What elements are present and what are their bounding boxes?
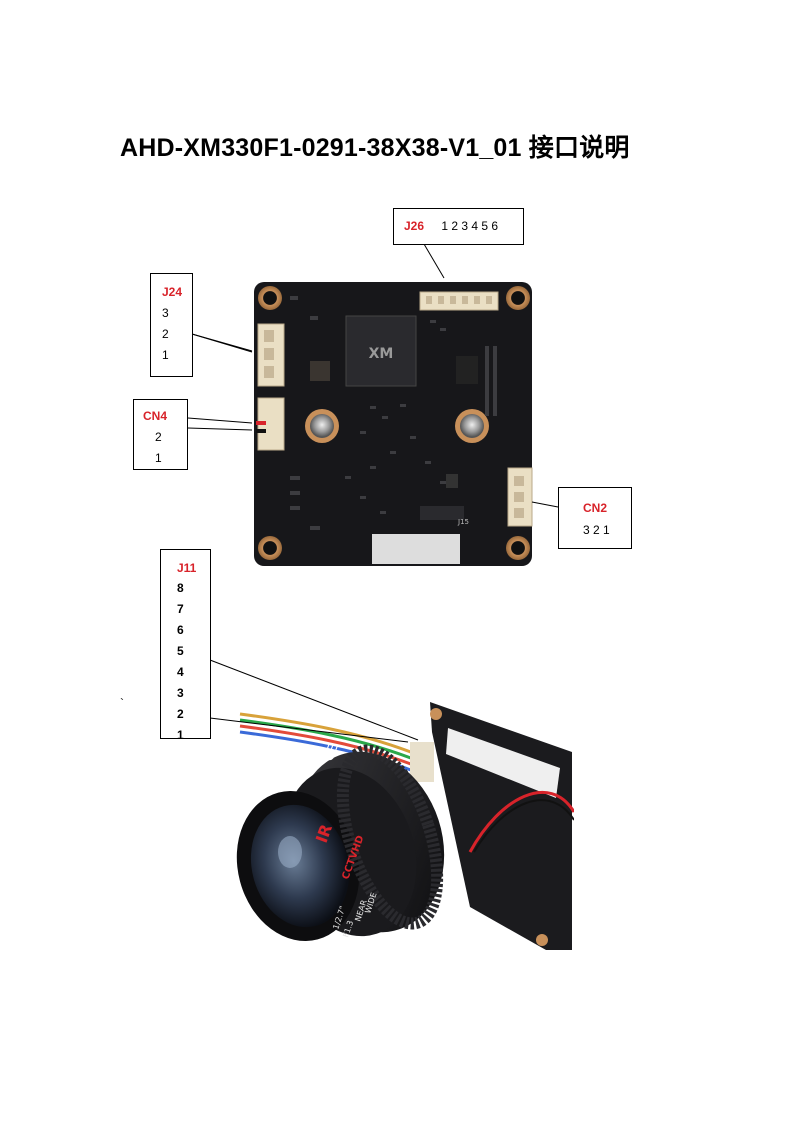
cn4-name: CN4 [143, 409, 168, 423]
j11-name: J11 [177, 561, 197, 575]
j24-pin-1: 1 [162, 348, 169, 362]
j11-pin-5: 5 [177, 644, 184, 658]
j11-pin-7: 7 [177, 602, 184, 616]
label-j24: J24 3 2 1 [150, 273, 193, 377]
label-j26: J26 1 2 3 4 5 6 [393, 208, 524, 245]
stray-mark: ` [120, 696, 124, 710]
label-cn4: CN4 2 1 [133, 399, 188, 470]
j26-name: J26 [404, 219, 425, 233]
j11-pin-2: 2 [177, 707, 184, 721]
label-cn2: CN2 3 2 1 [558, 487, 632, 549]
cn2-name: CN2 [583, 501, 608, 515]
j24-pin-2: 2 [162, 327, 169, 341]
j24-name: J24 [162, 285, 183, 299]
page-title: AHD-XM330F1-0291-38X38-V1_01 接口说明 [120, 134, 630, 162]
j11-pin-3: 3 [177, 686, 184, 700]
lens-ce-mark: CE [322, 742, 342, 763]
j11-pin-1: 1 [177, 728, 184, 739]
cn2-pins: 3 2 1 [583, 523, 610, 537]
camera-module-photo: CE IR CCTVHD 1/2.7" F1.3 NEAR WIDE [220, 702, 574, 954]
chip-silkscreen: XM [369, 346, 394, 362]
cn4-pin-1: 1 [155, 451, 162, 465]
board-top-photo: XM [250, 276, 534, 572]
cn4-pin-2: 2 [155, 430, 162, 444]
j11-pin-4: 4 [177, 665, 184, 679]
j11-pin-8: 8 [177, 581, 184, 595]
j11-pin-6: 6 [177, 623, 184, 637]
j15-silkscreen: J15 [457, 518, 469, 526]
label-j11: J11 8 7 6 5 4 3 2 1 [160, 549, 211, 739]
j26-pins: 1 2 3 4 5 6 [441, 219, 499, 233]
lens-ir-mark: IR [312, 822, 336, 846]
j24-pin-3: 3 [162, 306, 169, 320]
